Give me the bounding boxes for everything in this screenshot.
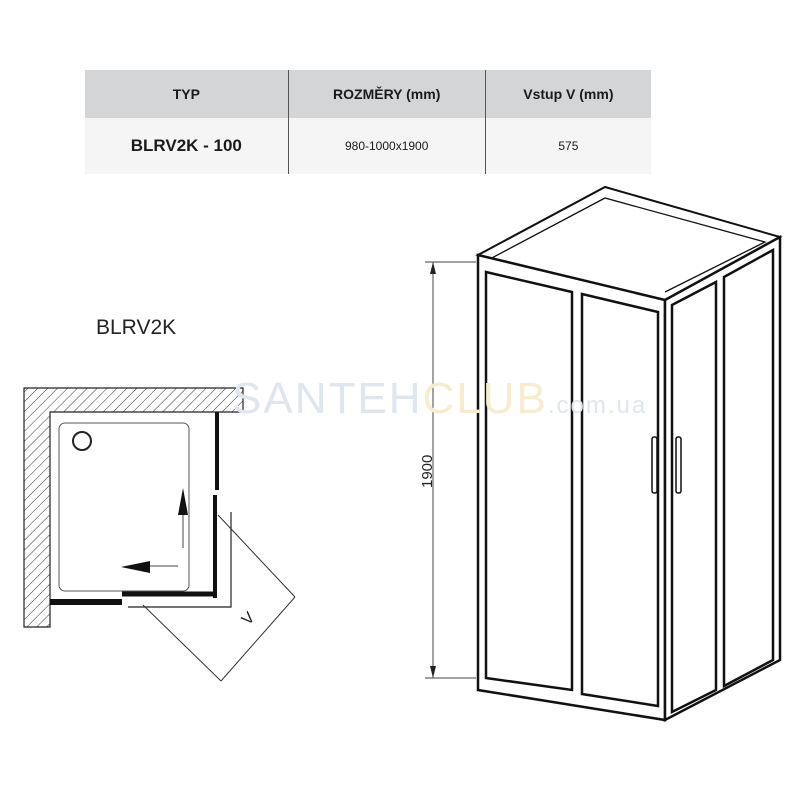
header-dimensions: ROZMĚRY (mm) [287,70,486,118]
entry-label: V [239,609,259,629]
plan-view: V [23,387,296,682]
watermark-main: SANTEH [232,374,423,423]
drain-icon [72,431,92,451]
watermark: SANTEHCLUB.com.ua [232,374,647,424]
spec-table: TYP ROZMĚRY (mm) Vstup V (mm) BLRV2K - 1… [85,70,651,174]
cell-dimensions: 980-1000x1900 [287,118,486,174]
model-label: BLRV2K [96,316,177,339]
door-handle-side [675,436,682,494]
dimension-line-v [142,514,296,682]
right-panel [663,234,782,723]
table-row: BLRV2K - 100 980-1000x1900 575 [85,118,651,174]
door-handle-front [651,436,658,494]
watermark-accent: CLUB [422,374,548,423]
height-label: 1900 [419,455,436,488]
header-entry: Vstup V (mm) [484,70,651,118]
shower-tray [58,422,190,592]
wall-hatched [23,387,244,628]
watermark-domain: .com.ua [547,392,648,419]
elevation-view: 1900 [419,185,783,723]
header-typ: TYP [85,70,289,118]
height-dimension-line [425,261,476,679]
table-header-row: TYP ROZMĚRY (mm) Vstup V (mm) [85,70,651,118]
cell-entry: 575 [484,118,651,174]
cell-typ: BLRV2K - 100 [85,118,289,174]
